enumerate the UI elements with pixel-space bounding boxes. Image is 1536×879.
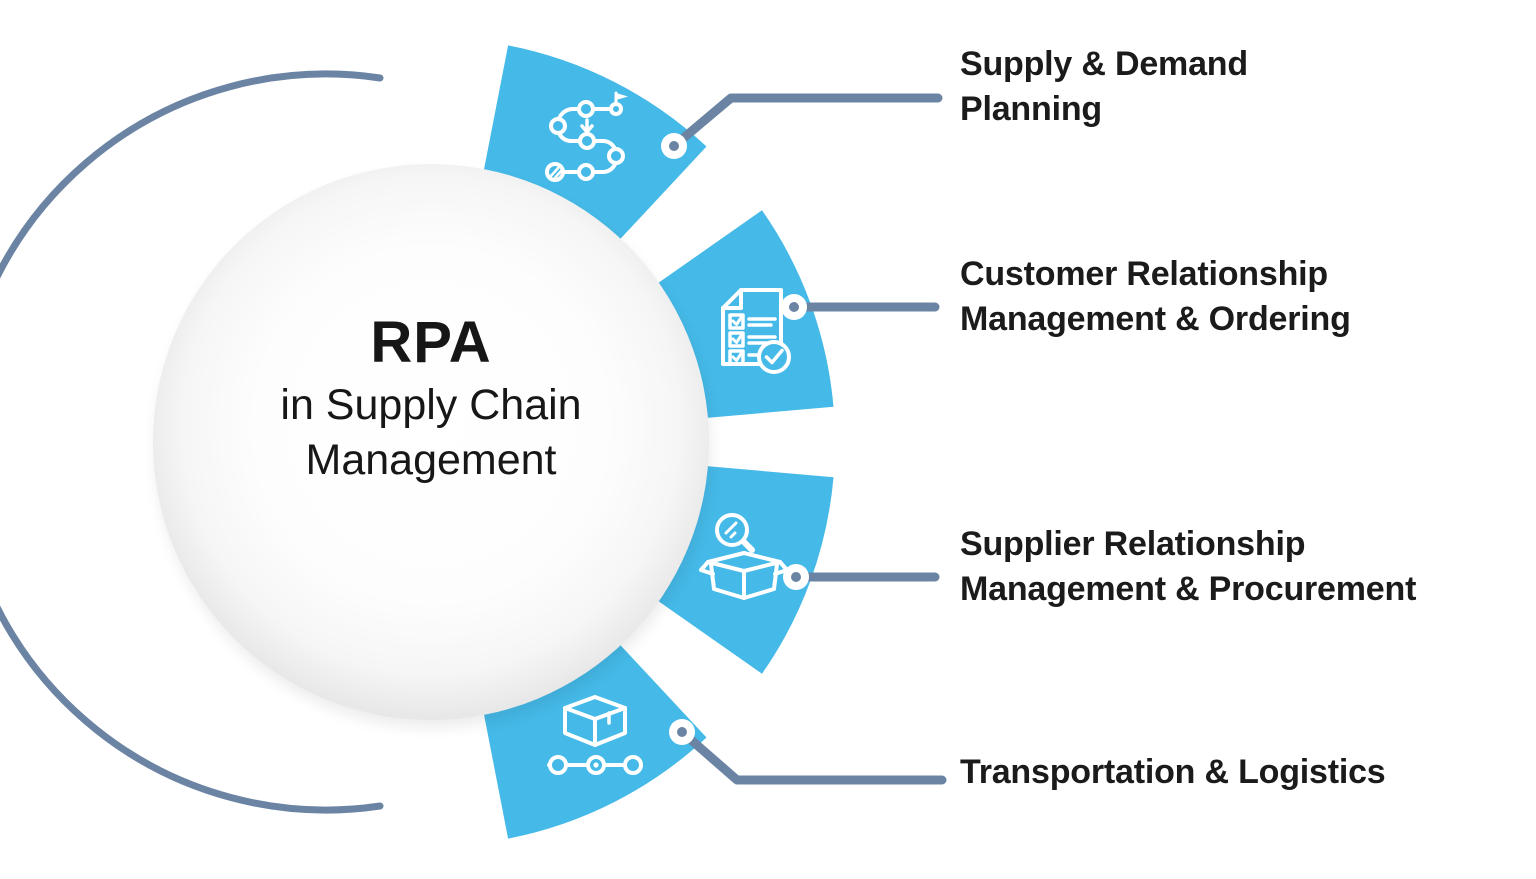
connector-line-4 [677, 727, 947, 785]
label-line: Planning [960, 90, 1102, 128]
label-line: Customer Relationship [960, 255, 1328, 293]
route-plan-icon [545, 91, 628, 182]
label-line: Supplier Relationship [960, 525, 1306, 563]
label-line: Management & Procurement [960, 570, 1417, 608]
package-tracking-icon [547, 695, 643, 775]
box-search-icon [699, 513, 789, 600]
connector-group [669, 93, 947, 785]
label-line: Management & Ordering [960, 300, 1351, 338]
connector-dot-4 [669, 719, 695, 745]
connector-dots [661, 133, 809, 745]
connector-line-1 [669, 93, 943, 151]
label-transportation-logistics: Transportation & Logistics [960, 750, 1386, 795]
label-customer-relationship: Customer Relationship Management & Order… [960, 252, 1351, 342]
label-line: Supply & Demand [960, 45, 1248, 83]
label-line: Transportation & Logistics [960, 753, 1386, 791]
connector-dot-3 [783, 564, 809, 590]
connector-dot-2 [781, 294, 807, 320]
label-supplier-relationship: Supplier Relationship Management & Procu… [960, 522, 1416, 612]
connector-dot-1 [661, 133, 687, 159]
center-circle [153, 164, 709, 720]
outer-arc [0, 70, 384, 814]
label-supply-demand-planning: Supply & Demand Planning [960, 42, 1248, 132]
checklist-icon [721, 288, 791, 374]
